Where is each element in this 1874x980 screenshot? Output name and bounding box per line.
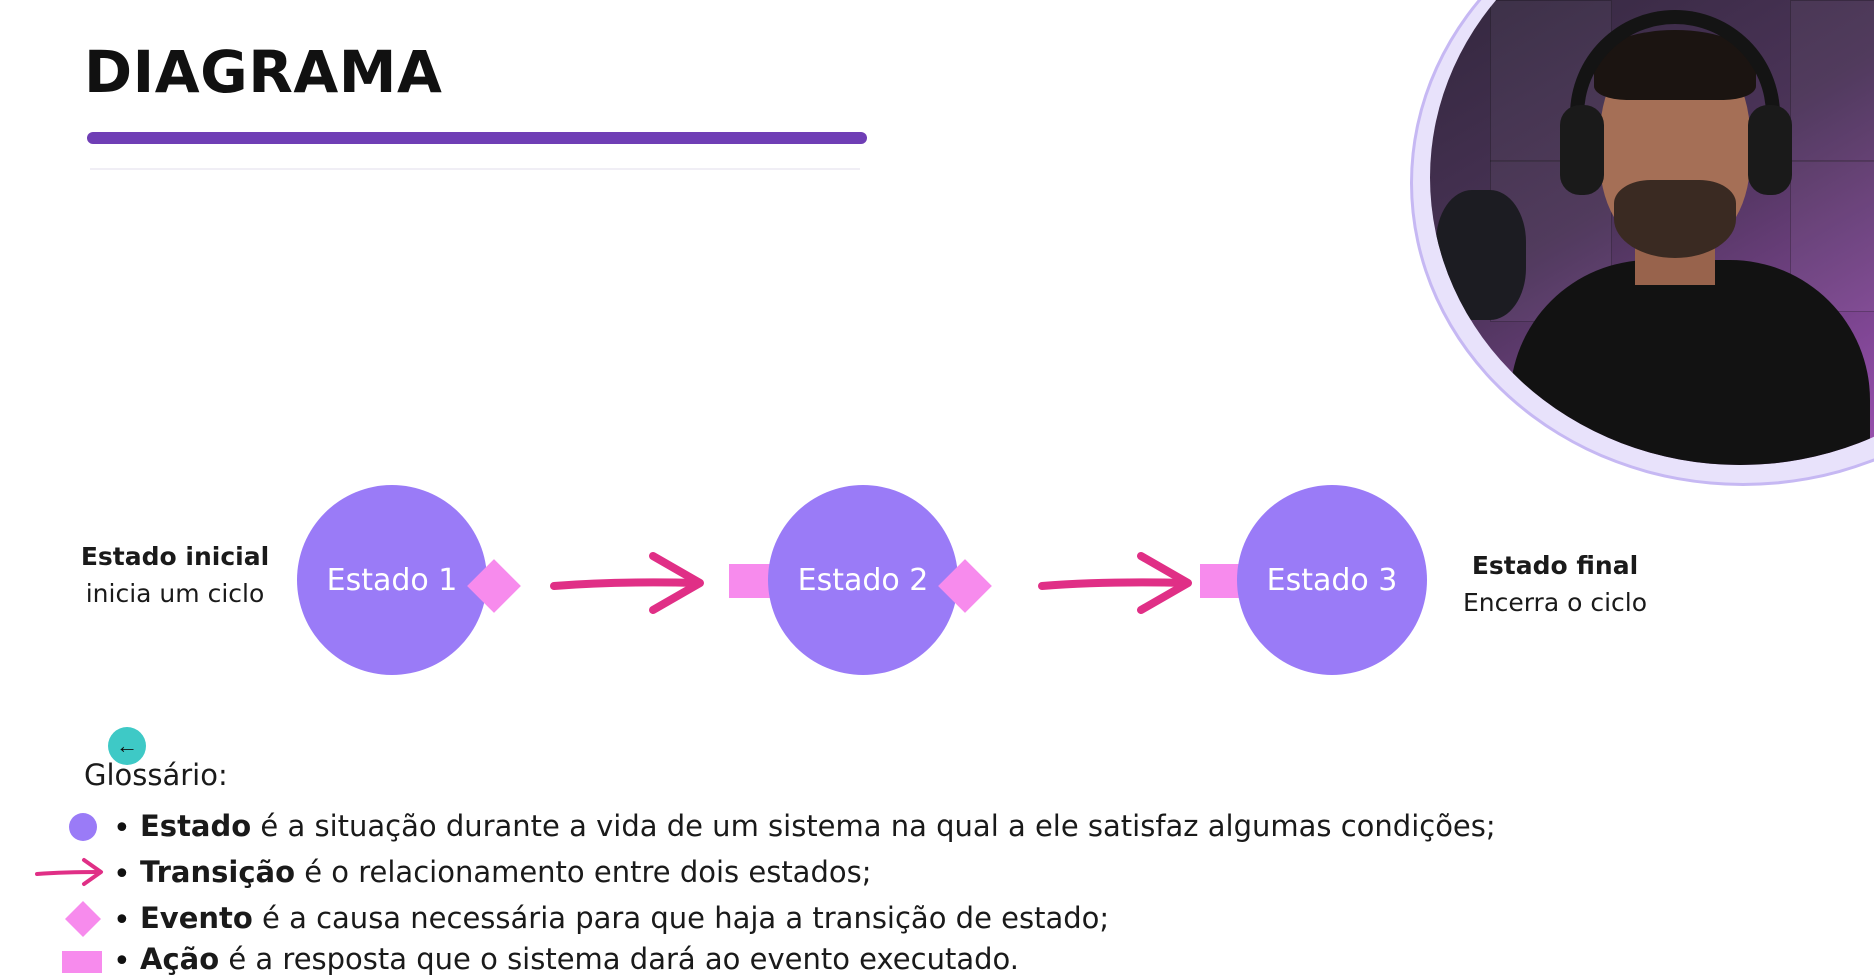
end-state-subtitle: Encerra o ciclo (1462, 588, 1648, 617)
glossary-definition: é a resposta que o sistema dará ao event… (219, 942, 1019, 976)
presenter-video-icon (1430, 0, 1874, 465)
glossary-title: Glossário: (84, 758, 228, 792)
glossary-term: Estado (140, 809, 252, 843)
bullet: • (113, 903, 131, 938)
rectangle-icon (62, 951, 102, 973)
slide-title: DIAGRAMA (84, 38, 443, 106)
glossary-term: Ação (140, 942, 220, 976)
acoustic-panel (1790, 0, 1874, 162)
start-state-label: Estado inicial inicia um ciclo (70, 542, 280, 608)
glossary-definition: é a situação durante a vida de um sistem… (251, 809, 1496, 843)
headphone-ear-left (1560, 105, 1604, 195)
circle-icon (69, 813, 97, 841)
state-label: Estado 2 (797, 562, 929, 598)
presenter-shirt (1510, 260, 1870, 465)
transition-arrow-icon (1038, 552, 1192, 614)
start-state-title: Estado inicial (80, 542, 270, 571)
glossary-definition: é a causa necessária para que haja a tra… (252, 901, 1110, 935)
state-label: Estado 3 (1266, 562, 1398, 598)
bullet: • (113, 857, 131, 892)
end-state-label: Estado final Encerra o ciclo (1440, 551, 1670, 617)
glossary-term: Evento (140, 901, 253, 935)
glossary-definition: é o relacionamento entre dois estados; (295, 855, 872, 889)
title-divider (90, 168, 860, 170)
glossary-text: Estado é a situação durante a vida de um… (140, 809, 1496, 843)
diamond-icon (65, 901, 101, 937)
glossary-item: • Ação é a resposta que o sistema dará a… (0, 938, 1874, 980)
glossary-item: • Transição é o relacionamento entre doi… (0, 851, 1874, 893)
start-state-subtitle: inicia um ciclo (85, 579, 265, 608)
state-circle: Estado 1 (297, 485, 487, 675)
glossary-text: Evento é a causa necessária para que haj… (140, 901, 1109, 935)
glossary-item: • Estado é a situação durante a vida de … (0, 805, 1874, 847)
headphone-ear-right (1748, 105, 1792, 195)
glossary-text: Ação é a resposta que o sistema dará ao … (140, 942, 1019, 976)
bullet: • (113, 944, 131, 979)
presenter-beard (1614, 180, 1736, 258)
bullet: • (113, 811, 131, 846)
state-label: Estado 1 (326, 562, 458, 598)
glossary-item: • Evento é a causa necessária para que h… (0, 897, 1874, 939)
back-arrow-cursor-icon[interactable]: ← (108, 727, 146, 765)
microphone-icon (1436, 190, 1526, 320)
title-underline (87, 132, 867, 144)
end-state-title: Estado final (1471, 551, 1639, 580)
glossary-text: Transição é o relacionamento entre dois … (140, 855, 872, 889)
glossary-term: Transição (140, 855, 295, 889)
arrow-icon (35, 858, 103, 886)
state-circle: Estado 3 (1237, 485, 1427, 675)
transition-arrow-icon (550, 552, 704, 614)
state-circle: Estado 2 (768, 485, 958, 675)
